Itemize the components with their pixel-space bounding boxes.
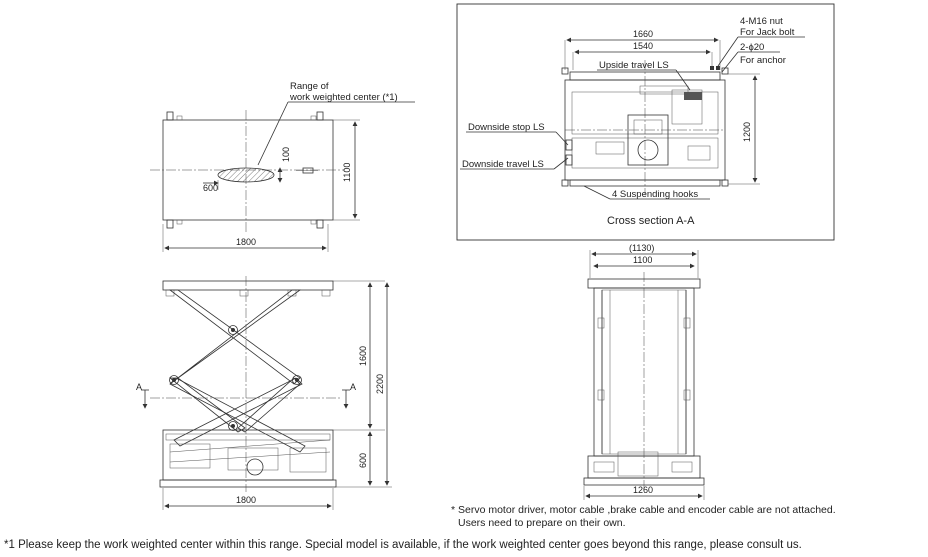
top-corner-bracket	[166, 111, 174, 121]
dim-1660: 1660	[633, 29, 653, 39]
scissor-arm-upper-b	[169, 289, 302, 385]
dim-1260: 1260	[633, 485, 653, 495]
cross-section-panel: 1660 1540 1200 4-M16 nut For Jack bolt 2…	[456, 3, 835, 241]
side-view: A A 1600 2200 600 1800	[136, 276, 392, 510]
side-top-platform	[162, 280, 334, 291]
motor-block	[627, 114, 669, 166]
dim-top-width: 1800	[236, 237, 256, 247]
cross-section-frame	[456, 3, 835, 241]
dim-top-depth: 1100	[342, 163, 352, 182]
work-center-range-ellipse	[217, 167, 275, 183]
cross-section-title: Cross section A-A	[607, 215, 695, 227]
range-label-line2: work weighted center (*1)	[289, 92, 398, 103]
footnote: *1 Please keep the work weighted center …	[4, 539, 802, 551]
dim-1130: (1130)	[629, 243, 654, 253]
dim-1200: 1200	[742, 122, 752, 142]
top-view: Range of work weighted center (*1) 100 6…	[150, 81, 415, 252]
dim-range-x: 600	[203, 183, 218, 193]
dim-closed: 600	[358, 453, 368, 468]
dim-1100: 1100	[633, 255, 652, 265]
dim-side-width: 1800	[236, 495, 256, 505]
nut-label-line2: For Jack bolt	[740, 27, 795, 38]
hooks-label: 4 Suspending hooks	[612, 189, 698, 200]
anchor-label-line1: 2-ϕ20	[740, 42, 764, 53]
scissor-arm-upper-a	[168, 289, 301, 385]
range-label-line1: Range of	[290, 81, 329, 92]
servo-note-line1: * Servo motor driver, motor cable ,brake…	[451, 504, 836, 516]
downside-travel-label: Downside travel LS	[462, 159, 544, 170]
downside-stop-label: Downside stop LS	[468, 122, 545, 133]
side-base	[162, 429, 334, 481]
nut-label-line1: 4-M16 nut	[740, 16, 783, 27]
dim-1540: 1540	[633, 41, 653, 51]
section-mark-right: A	[350, 382, 356, 392]
dim-total: 2200	[375, 374, 385, 394]
servo-note-line2: Users need to prepare on their own.	[458, 517, 626, 529]
scissor-pivot	[228, 325, 238, 335]
upside-travel-label: Upside travel LS	[599, 60, 669, 71]
section-mark-left: A	[136, 382, 142, 392]
front-view: (1130) 1100 1260	[583, 243, 705, 500]
dim-range-y: 100	[281, 147, 291, 162]
range-leader-line	[257, 101, 289, 166]
anchor-label-line2: For anchor	[740, 55, 786, 66]
dim-stroke: 1600	[358, 346, 368, 366]
